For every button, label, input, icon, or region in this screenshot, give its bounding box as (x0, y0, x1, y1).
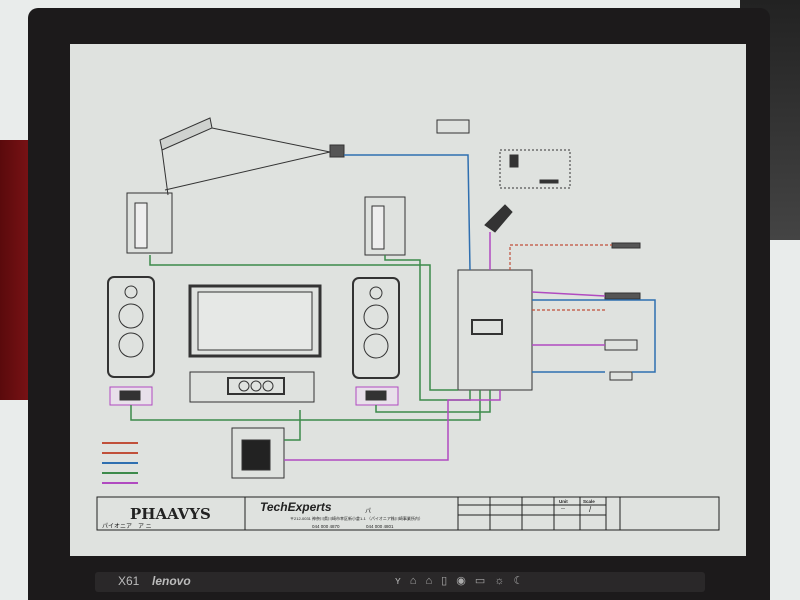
center-speaker-stand (189, 371, 315, 403)
laptop-brand-logo: lenovo (152, 574, 191, 588)
address: 〒212-0031 神奈川県川崎市幸区新小倉1-1 （パイオニア株川崎事業所内） (290, 516, 423, 521)
center-speaker (227, 377, 285, 395)
legend-lines (102, 442, 138, 484)
front-speaker-left (107, 276, 155, 406)
device-box-2 (609, 371, 633, 381)
device-box (604, 339, 638, 351)
company-name: PHAAVYS (130, 505, 211, 523)
unit-label: Unit (559, 499, 568, 504)
hand-icon (484, 204, 513, 233)
surround-speaker-left (126, 192, 173, 254)
client-name: TechExperts (260, 500, 332, 514)
remote-panel (499, 149, 571, 189)
laptop-model: X61 (118, 574, 140, 588)
phone: 044 000 4870 (312, 524, 340, 529)
projection-screen (159, 117, 331, 196)
company-subtitle: パイオニア ア ニ (102, 524, 152, 530)
scale-value: / (589, 505, 592, 514)
status-indicators: ʏ ⌂ ⌂ ▯ ◉ ▭ ☼ ☾ (395, 575, 527, 587)
av-receiver-icon (471, 319, 503, 335)
wire-purple (284, 232, 606, 461)
unit-value: -- (561, 506, 565, 512)
av-amplifier-box (457, 269, 533, 391)
wire-green (130, 255, 491, 441)
scale-label: Scale (583, 499, 595, 504)
wire-red (509, 244, 612, 311)
subwoofer (231, 427, 285, 479)
wire-blue (344, 154, 656, 373)
client-mark: パ (365, 509, 372, 515)
laptop-brand-bar (95, 572, 705, 592)
fax: 044 000 4801 (366, 524, 394, 529)
front-speaker-right (352, 277, 400, 406)
surround-speaker-right (364, 196, 406, 256)
flat-panel-tv (188, 284, 322, 358)
projector-icon (329, 144, 345, 158)
title-block-frame (96, 496, 720, 531)
box-icon (436, 119, 470, 134)
